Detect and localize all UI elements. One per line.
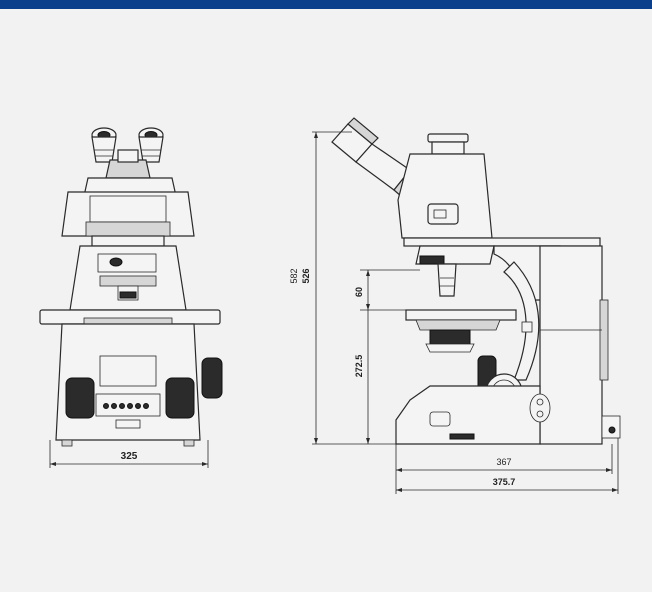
front-eyepieces	[91, 127, 164, 179]
side-stage	[405, 309, 517, 321]
side-stage-height-label: 272.5	[354, 355, 364, 378]
front-focus-knob-left	[65, 377, 95, 419]
side-arm-label: 60	[354, 287, 364, 297]
side-overall-depth-dimension: 375.7	[396, 477, 618, 492]
side-arm-dimension: 60	[354, 269, 420, 311]
side-depth-label: 367	[496, 457, 511, 467]
front-width-label: 325	[121, 451, 138, 462]
side-stage-height-dimension: 272.5	[354, 310, 370, 444]
side-back-column	[539, 245, 603, 445]
header-bar	[0, 0, 652, 9]
side-head	[397, 153, 493, 239]
side-camera-port	[427, 133, 469, 143]
side-depth-dimension: 367	[395, 438, 619, 494]
front-focus-knob-right	[201, 357, 223, 399]
side-overall-depth-label: 375.7	[493, 477, 516, 487]
side-height-dimension: 582 526	[289, 131, 396, 445]
front-width-dimension: 325	[49, 440, 209, 468]
side-height-outer-label: 582	[289, 268, 299, 283]
front-view: 325	[39, 127, 223, 468]
side-base	[395, 385, 541, 445]
side-view: 582 526 60 272.5 367 375.7	[289, 117, 621, 494]
side-height-inner-label: 526	[301, 268, 311, 283]
